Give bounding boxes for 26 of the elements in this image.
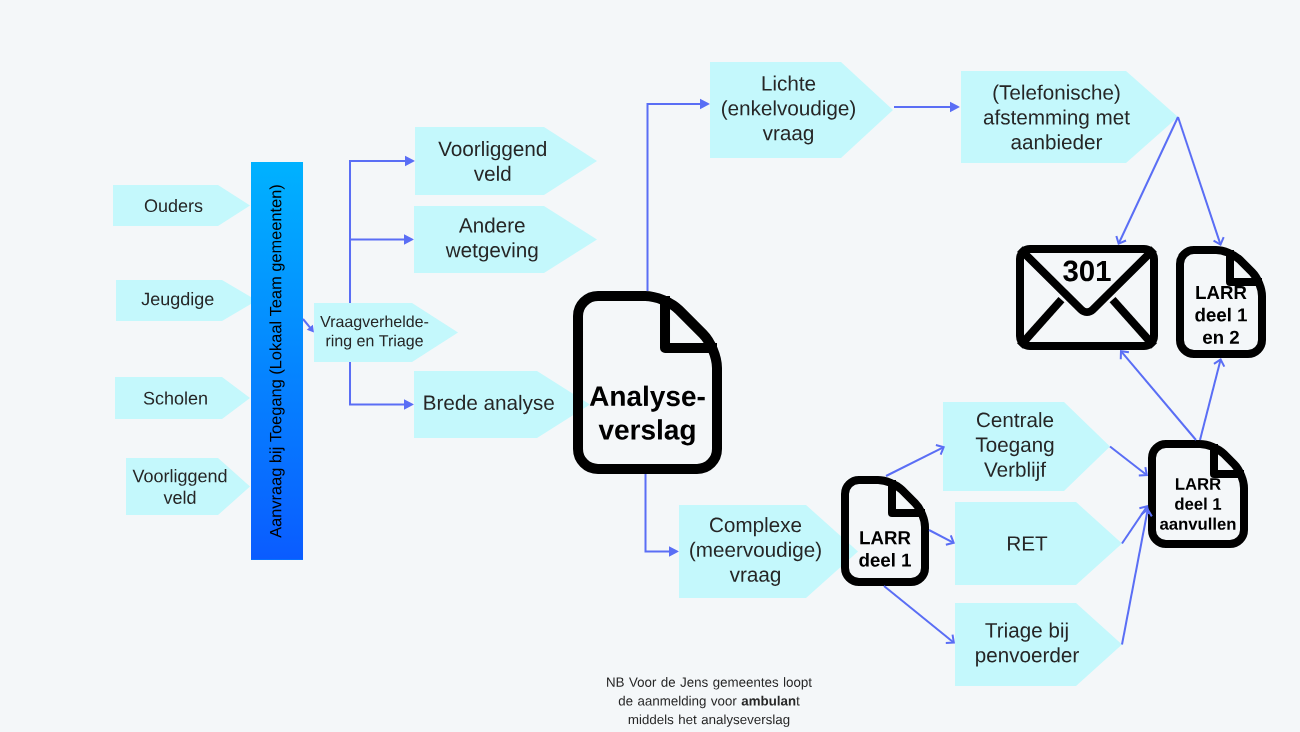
arrow — [1177, 116, 1225, 246]
pentagon-box: (Telefonische) afstemming met aanbieder — [961, 71, 1178, 163]
arrow — [883, 585, 955, 644]
pentagon-box: Jeugdige — [116, 280, 257, 321]
pentagon-box: Scholen — [115, 377, 250, 419]
pentagon-box: Brede analyse — [414, 371, 590, 438]
arrow — [1119, 350, 1197, 441]
arrow — [1121, 508, 1153, 646]
pentagon-box: Triage bij penvoerder — [955, 603, 1122, 686]
pentagon-box: Lichte (enkelvoudige) vraag — [710, 62, 893, 158]
pentagon-box: Centrale Toegang Verblijf — [943, 402, 1110, 491]
arrow — [1121, 505, 1150, 545]
pentagon-box: RET — [955, 502, 1122, 585]
pentagon-box: Ouders — [113, 185, 250, 226]
arrow — [928, 529, 955, 546]
pentagon-box: Andere wetgeving — [414, 206, 597, 273]
arrow — [1115, 116, 1179, 245]
pentagon-box: Vraagverhelde- ring en Triage — [314, 303, 458, 362]
pentagon-box: Voorliggend veld — [415, 127, 597, 195]
pentagon-box: Complexe (meervoudige) vraag — [679, 505, 858, 598]
pentagon-box: Voorliggend veld — [126, 458, 250, 515]
arrow — [885, 444, 945, 477]
note-text: NB Voor de Jens gemeentes loopt de aanmelding voor ambulant middels het analyseverslag — [607, 677, 812, 727]
arrow — [1199, 358, 1226, 441]
arrow — [1109, 445, 1148, 477]
vertical-label: Aanvraag bij Toegang (Lokaal Team gemeenten) — [269, 185, 285, 538]
